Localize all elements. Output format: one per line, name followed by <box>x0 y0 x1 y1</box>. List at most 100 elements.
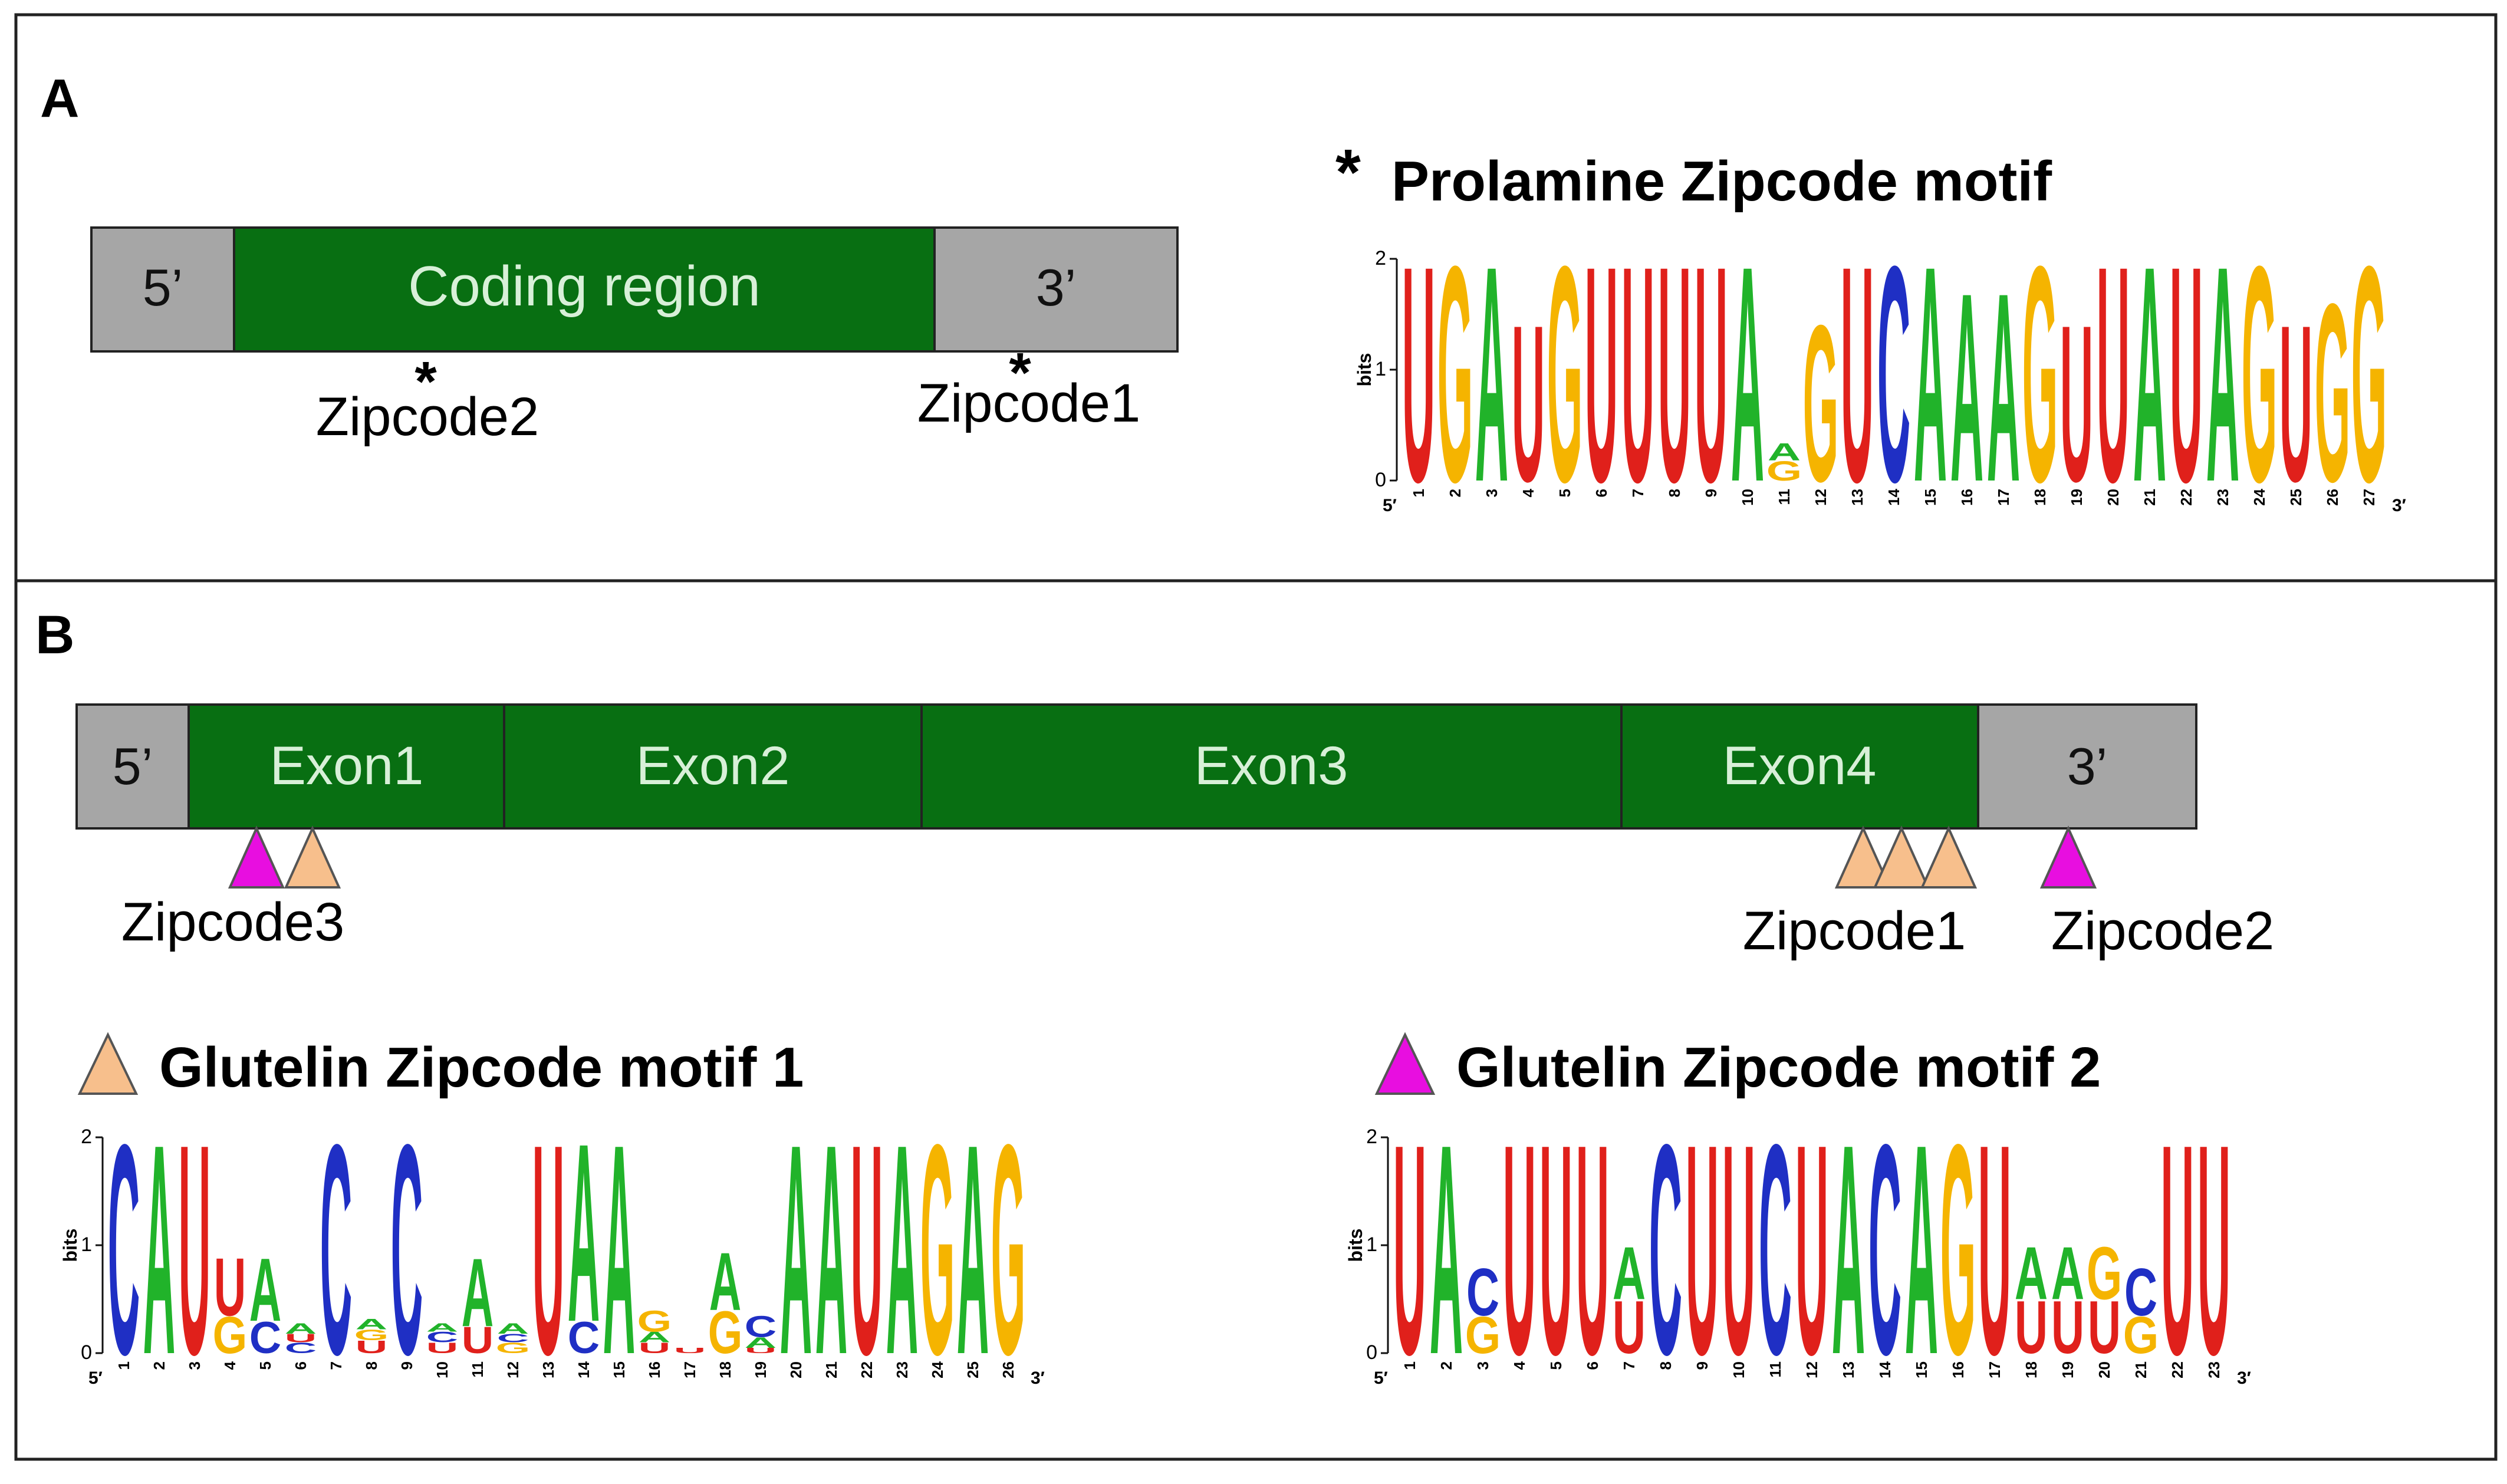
triangle-orange-icon <box>284 825 341 889</box>
glutelin1-position-label: 11 <box>469 1361 486 1378</box>
glutelin2-position-label: 6 <box>1584 1361 1601 1370</box>
glutelin2-5prime-label: 5′ <box>1374 1368 1388 1388</box>
glutelin2-position-label: 5 <box>1547 1361 1565 1370</box>
zipcode1-label-a: Zipcode1 <box>917 373 1140 433</box>
utr5-box-b <box>75 703 190 830</box>
glutelin1-position-label: 19 <box>752 1361 769 1378</box>
glutelin1-letter-C: C <box>391 1082 423 1417</box>
prolamine-letter-U: U <box>1585 203 1618 547</box>
glutelin2-y-tick-label: 1 <box>1366 1233 1377 1256</box>
glutelin1-letter-U: U <box>214 1240 246 1333</box>
panel-b-frame <box>14 579 2498 1461</box>
glutelin2-letter-G: G <box>2087 1232 2123 1315</box>
glutelin1-position-label: 2 <box>150 1361 168 1370</box>
prolamine-letter-C: C <box>1877 203 1910 547</box>
glutelin1-position-label: 12 <box>504 1361 522 1378</box>
prolamine-position-label: 17 <box>1995 489 2012 506</box>
prolamine-letter-A: A <box>1950 237 1983 538</box>
glutelin2-letter-C: C <box>1466 1254 1499 1330</box>
prolamine-position-label: 14 <box>1885 488 1903 505</box>
glutelin1-letter-G: G <box>213 1306 248 1364</box>
prolamine-letter-A: A <box>1914 203 1947 547</box>
glutelin1-letter-U: U <box>674 1347 706 1355</box>
glutelin1-position-label: 16 <box>646 1361 663 1378</box>
prolamine-y-tick-label: 0 <box>1375 469 1386 491</box>
prolamine-position-label: 18 <box>2031 489 2049 506</box>
glutelin2-letter-A: A <box>1613 1232 1646 1315</box>
glutelin1-position-label: 3 <box>186 1361 203 1370</box>
glutelin1-letter-G: G <box>637 1305 672 1338</box>
prolamine-letter-G: G <box>2351 203 2387 547</box>
glutelin2-position-label: 12 <box>1803 1361 1821 1378</box>
glutelin1-letter-G: G <box>991 1082 1026 1417</box>
glutelin1-y-label: bits <box>60 1229 81 1262</box>
prolamine-letter-U: U <box>2097 203 2130 547</box>
glutelin1-3prime-label: 3′ <box>1031 1368 1045 1388</box>
zipcode2-star-a: * <box>414 350 437 413</box>
glutelin2-position-label: 2 <box>1437 1361 1455 1370</box>
panel-a-gene-model: 5’ Coding region 3’ <box>90 226 1179 353</box>
glutelin2-position-label: 8 <box>1657 1361 1674 1370</box>
glutelin2-position-label: 21 <box>2132 1361 2150 1378</box>
prolamine-y-tick-label: 1 <box>1375 358 1386 380</box>
glutelin1-letter-U: U <box>851 1082 883 1417</box>
glutelin2-letter-U: U <box>1393 1082 1426 1417</box>
glutelin1-letter-A: A <box>780 1082 812 1417</box>
utr3-label-a: 3’ <box>1036 258 1077 317</box>
prolamine-letter-A: A <box>2133 203 2166 547</box>
glutelin1-position-label: 26 <box>999 1361 1017 1378</box>
prolamine-letter-U: U <box>2279 279 2312 528</box>
prolamine-5prime-label: 5′ <box>1383 496 1397 515</box>
zipcode1-label-b: Zipcode1 <box>1743 901 1966 961</box>
glutelin1-letter-A: A <box>886 1082 918 1417</box>
glutelin2-triangle-icon <box>1374 1032 1436 1095</box>
glutelin2-position-label: 18 <box>2022 1361 2040 1378</box>
zipcode-triangles <box>228 825 2097 889</box>
glutelin2-letter-U: U <box>1613 1286 1646 1370</box>
prolamine-letter-U: U <box>1841 203 1874 547</box>
glutelin1-position-label: 10 <box>433 1361 451 1378</box>
prolamine-position-label: 25 <box>2287 489 2305 506</box>
glutelin2-letter-U: U <box>1576 1082 1609 1417</box>
zipcode2-label-a: Zipcode2 <box>316 387 539 447</box>
triangle-orange-icon <box>1834 825 1892 889</box>
prolamine-position-label: 9 <box>1702 489 1720 497</box>
triangle-pink-icon <box>228 825 285 889</box>
glutelin1-position-label: 9 <box>398 1361 416 1370</box>
glutelin2-position-label: 16 <box>1949 1361 1967 1378</box>
prolamine-position-label: 22 <box>2177 489 2195 506</box>
glutelin2-position-label: 4 <box>1511 1361 1528 1370</box>
glutelin1-letter-C: C <box>568 1313 600 1363</box>
exon4-box <box>1620 703 1979 830</box>
glutelin2-letter-G: G <box>2123 1305 2159 1364</box>
glutelin2-position-label: 15 <box>1913 1361 1930 1378</box>
zipcode3-label-b: Zipcode3 <box>121 892 344 952</box>
prolamine-letter-G: G <box>2242 203 2278 547</box>
glutelin2-letter-U: U <box>1722 1082 1755 1417</box>
triangle-pink-icon <box>2039 825 2097 889</box>
glutelin1-letter-U: U <box>356 1337 387 1357</box>
glutelin1-letter-G: G <box>708 1299 743 1366</box>
utr3-box-a <box>933 226 1179 353</box>
glutelin1-letter-A: A <box>462 1239 493 1347</box>
glutelin1-position-label: 8 <box>363 1361 380 1370</box>
prolamine-position-label: 26 <box>2324 489 2341 506</box>
prolamine-position-label: 11 <box>1775 489 1793 505</box>
glutelin2-letter-C: C <box>1868 1082 1901 1417</box>
glutelin1-triangle-icon <box>77 1032 139 1095</box>
glutelin2-position-label: 10 <box>1730 1361 1748 1378</box>
glutelin1-letter-A: A <box>143 1082 175 1417</box>
glutelin1-letter-U: U <box>285 1331 317 1345</box>
glutelin2-letter-A: A <box>2051 1232 2084 1315</box>
prolamine-3prime-label: 3′ <box>2392 496 2406 515</box>
glutelin1-position-label: 22 <box>858 1361 876 1378</box>
glutelin1-y-tick-label: 1 <box>81 1233 92 1256</box>
utr3-box-b <box>1977 703 2197 830</box>
prolamine-letter-G: G <box>1803 279 1839 528</box>
glutelin1-position-label: 13 <box>539 1361 557 1378</box>
glutelin1-position-label: 17 <box>681 1361 699 1378</box>
prolamine-position-label: 16 <box>1958 489 1976 506</box>
glutelin2-position-label: 13 <box>1840 1361 1857 1378</box>
glutelin2-letter-U: U <box>2015 1286 2048 1370</box>
